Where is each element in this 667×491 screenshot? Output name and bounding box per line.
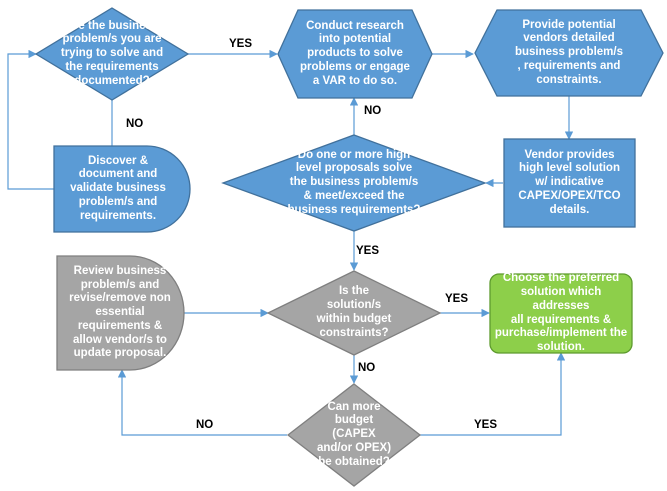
process-review-requirements — [56, 255, 185, 371]
process-conduct-research — [277, 9, 433, 99]
edge-label-proposals-no: NO — [364, 105, 382, 117]
edge-more-budget-no — [117, 369, 287, 436]
decision-requirements-documented — [34, 7, 190, 101]
decision-within-budget — [266, 270, 442, 356]
edge-label-documented-no: NO — [126, 118, 144, 130]
process-provide-vendor-details — [474, 9, 664, 97]
process-discover-requirements — [53, 145, 191, 233]
edge-label-proposals-yes: YES — [356, 245, 380, 257]
edge-label-more-budget-yes: YES — [474, 419, 498, 431]
edge-more-budget-yes — [420, 352, 566, 436]
edge-label-budget-no: NO — [358, 362, 376, 374]
edge-label-more-budget-no: NO — [196, 419, 214, 431]
decision-more-budget — [286, 383, 422, 487]
process-vendor-solution — [503, 138, 636, 228]
edge-discover-loop — [7, 49, 54, 190]
edge-label-budget-yes: YES — [445, 293, 469, 305]
edge-label-documented-yes: YES — [229, 38, 253, 50]
decision-proposals-meet-requirements — [221, 134, 487, 232]
process-choose-solution — [489, 273, 633, 354]
